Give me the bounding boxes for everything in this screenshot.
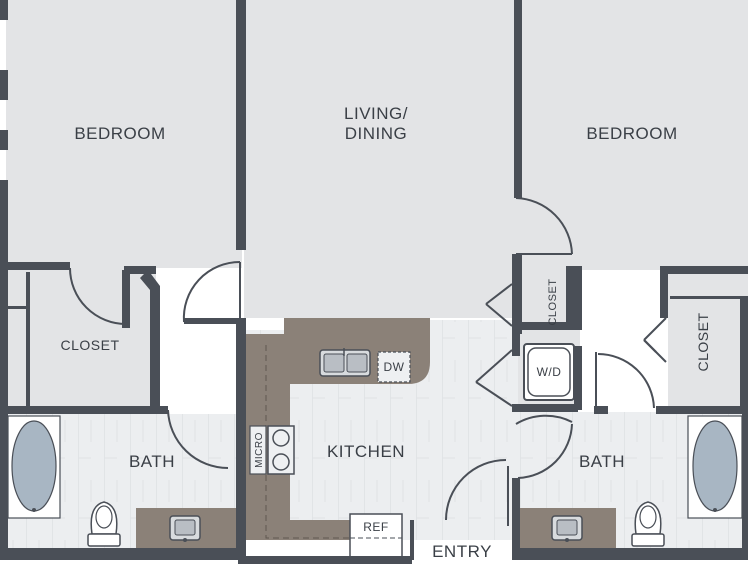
doors [69, 197, 667, 526]
door-closet-left [69, 267, 127, 325]
label-microwave: MICRO [254, 432, 265, 468]
dishwasher-box [377, 351, 411, 383]
toilet-left [87, 501, 121, 547]
door-laundry-bifold [475, 349, 513, 407]
bedroom-left-floor [6, 0, 242, 268]
door-bath-right-swing [517, 423, 573, 479]
door-bedroom-left [182, 260, 241, 323]
closet-center-floor [518, 270, 570, 326]
door-center-closet [485, 283, 513, 327]
bathtub-right [687, 415, 743, 519]
bath-sink-left [169, 515, 201, 542]
walls [0, 0, 748, 564]
refrigerator [349, 513, 403, 561]
door-laundry [597, 353, 655, 409]
closet-left-floor [6, 268, 156, 408]
entry-floor [410, 540, 516, 576]
hall-floor [430, 320, 518, 420]
toilet-right [631, 501, 665, 547]
bathtub-left [7, 415, 61, 519]
label-refrigerator: REF [363, 520, 389, 534]
label-washer-dryer: W/D [537, 365, 562, 379]
label-closet-left: CLOSET [60, 337, 119, 353]
carpet-areas [6, 0, 748, 410]
door-entry [445, 459, 507, 521]
label-living-1: LIVING/ [344, 104, 408, 123]
label-entry: ENTRY [432, 542, 492, 561]
bedroom-right-floor [518, 0, 748, 270]
label-bedroom-left: BEDROOM [74, 124, 165, 143]
room-labels: BEDROOM LIVING/ DINING BEDROOM CLOSET CL… [60, 104, 711, 561]
fixture-labels: DW W/D MICRO REF [254, 360, 561, 534]
closet-right-floor [668, 272, 748, 408]
door-bath-left [167, 409, 229, 469]
bath-sink-right [551, 515, 583, 542]
label-dishwasher: DW [384, 360, 405, 374]
door-right-closet-2 [643, 339, 657, 353]
kitchen-sink [319, 348, 371, 377]
counter-edge-line [265, 345, 350, 539]
door-right-closet [643, 317, 667, 363]
range [267, 425, 295, 475]
label-bath-left: BATH [129, 452, 175, 471]
label-closet-right: CLOSET [695, 312, 711, 371]
door-bedroom-right [515, 197, 573, 255]
label-kitchen: KITCHEN [327, 442, 405, 461]
living-dining-floor [244, 0, 518, 318]
microwave-box [249, 425, 267, 475]
fixtures [7, 343, 743, 561]
label-closet-center: CLOSET [547, 278, 559, 325]
label-living-2: DINING [345, 124, 408, 143]
label-bedroom-right: BEDROOM [586, 124, 677, 143]
label-bath-right: BATH [579, 452, 625, 471]
washer-dryer [523, 343, 575, 401]
door-bath-right [515, 414, 573, 425]
